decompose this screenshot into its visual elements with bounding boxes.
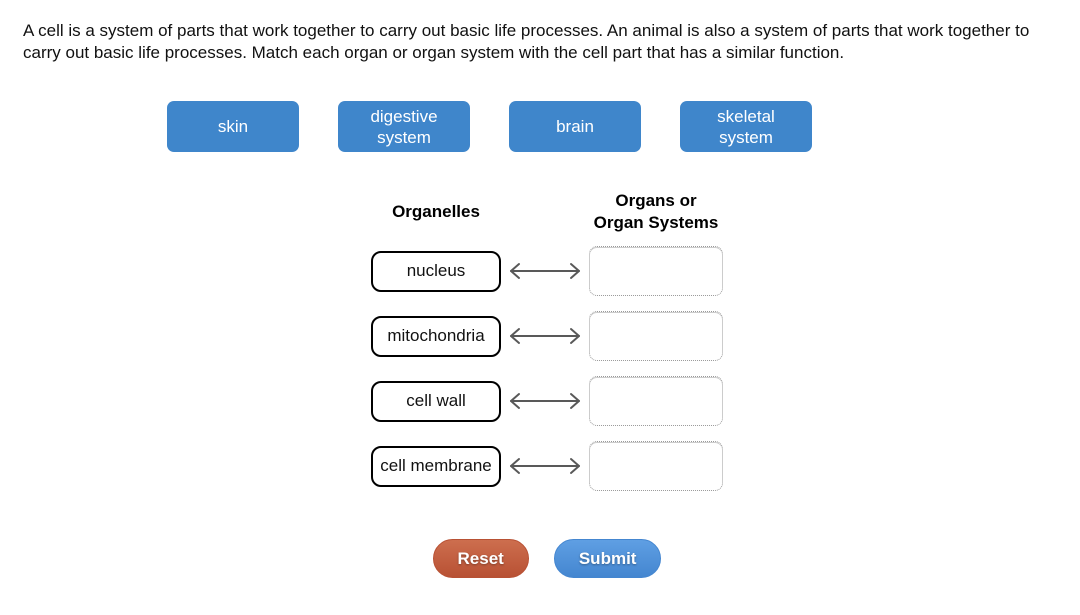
- organelle-label-cell-wall: cell wall: [371, 380, 501, 422]
- double-arrow-icon: [501, 325, 589, 347]
- action-buttons-row: Reset Submit: [371, 539, 723, 578]
- double-arrow-icon: [501, 390, 589, 412]
- match-row-nucleus: nucleus: [371, 246, 723, 296]
- drop-target-nucleus[interactable]: [589, 246, 723, 296]
- chip-brain[interactable]: brain: [509, 101, 641, 152]
- reset-button[interactable]: Reset: [432, 539, 529, 578]
- drop-target-cell-membrane[interactable]: [589, 441, 723, 491]
- organelle-label-nucleus: nucleus: [371, 250, 501, 292]
- organs-column-header: Organs or Organ Systems: [582, 190, 730, 234]
- match-row-cell-wall: cell wall: [371, 376, 723, 426]
- chip-digestive-system[interactable]: digestive system: [338, 101, 470, 152]
- drop-target-mitochondria[interactable]: [589, 311, 723, 361]
- organs-column-header-line2: Organ Systems: [593, 213, 719, 232]
- submit-button[interactable]: Submit: [553, 539, 662, 578]
- chip-skin[interactable]: skin: [167, 101, 299, 152]
- match-row-mitochondria: mitochondria: [371, 311, 723, 361]
- drop-target-cell-wall[interactable]: [589, 376, 723, 426]
- instructions-text: A cell is a system of parts that work to…: [23, 21, 1030, 62]
- organelle-label-cell-membrane: cell membrane: [371, 445, 501, 487]
- organs-column-header-line1: Organs or: [615, 191, 697, 210]
- chip-skeletal-system[interactable]: skeletal system: [680, 101, 812, 152]
- double-arrow-icon: [501, 455, 589, 477]
- organelle-label-mitochondria: mitochondria: [371, 315, 501, 357]
- double-arrow-icon: [501, 260, 589, 282]
- match-row-cell-membrane: cell membrane: [371, 441, 723, 491]
- organelles-column-header: Organelles: [392, 202, 480, 221]
- matching-area: nucleus mitochondria cell wall: [371, 246, 723, 506]
- answer-chips-row: skin digestive system brain skeletal sys…: [167, 101, 812, 152]
